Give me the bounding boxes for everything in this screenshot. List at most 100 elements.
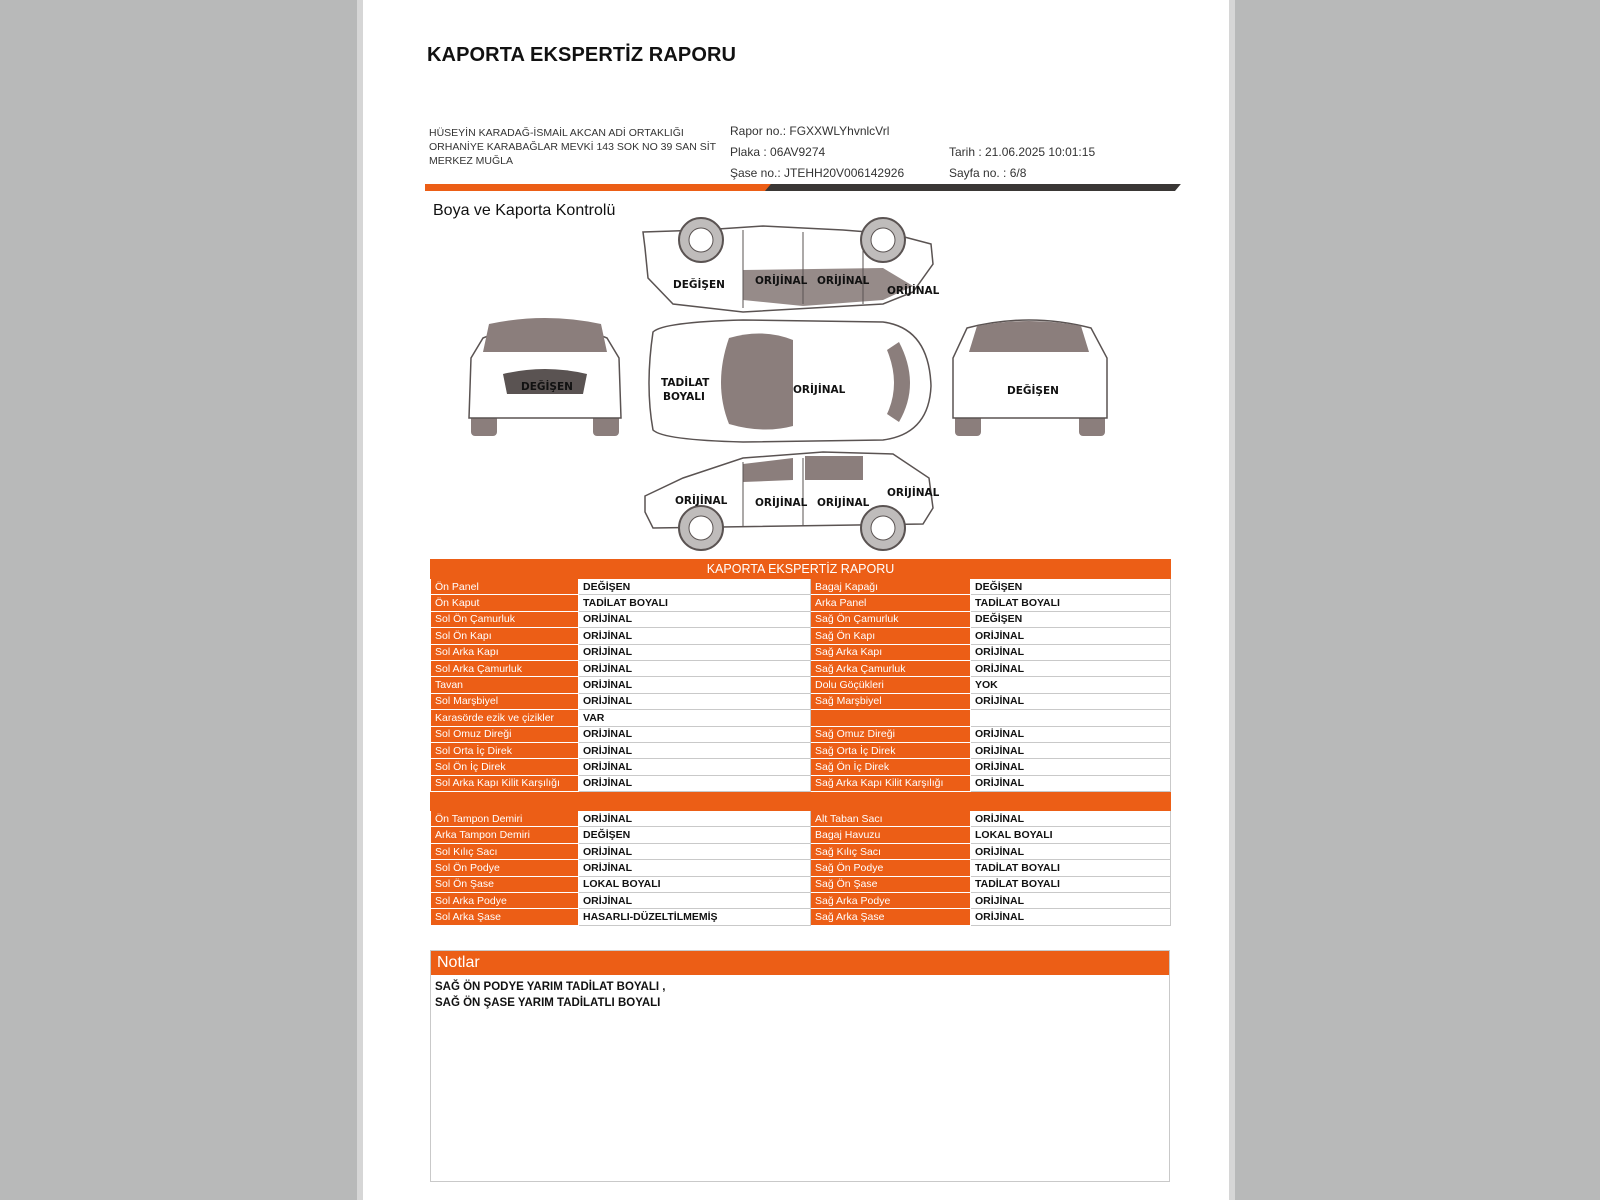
part-name-cell: Karasörde ezik ve çizikler: [430, 709, 579, 727]
section-title: Boya ve Kaporta Kontrolü: [433, 202, 616, 219]
part-status-cell: ORİJİNAL: [970, 692, 1171, 711]
part-status-cell: ORİJİNAL: [578, 643, 811, 661]
diagram-label: DEĞİŞEN: [1007, 383, 1059, 397]
part-name-cell: Sol Ön Çamurluk: [430, 610, 579, 629]
part-status-cell: ORİJİNAL: [970, 758, 1171, 776]
part-name-cell: Sol Orta İç Direk: [430, 741, 579, 760]
page-number: Sayfa no. : 6/8: [949, 166, 1027, 180]
part-name-cell: Sol Ön Şase: [430, 875, 579, 894]
part-name-cell: Sol Ön Podye: [430, 859, 579, 877]
company-name: HÜSEYİN KARADAĞ-İSMAİL AKCAN ADİ ORTAKLI…: [429, 127, 684, 139]
chassis-number: Şase no.: JTEHH20V006142926: [730, 166, 905, 180]
diagram-label: DEĞİŞEN: [521, 379, 573, 393]
part-name-cell: Sol Ön İç Direk: [430, 758, 579, 776]
part-name-cell: Alt Taban Sacı: [810, 810, 971, 828]
part-status-cell: ORİJİNAL: [578, 810, 811, 828]
part-status-cell: DEĞİŞEN: [970, 577, 1171, 596]
part-status-cell: ORİJİNAL: [578, 859, 811, 877]
part-name-cell: Sağ Ön Şase: [810, 875, 971, 894]
header-divider: [425, 184, 1181, 191]
part-status-cell: DEĞİŞEN: [578, 577, 811, 596]
car-diagram: DEĞİŞEN ORİJİNAL ORİJİNAL ORİJİNAL DEĞİŞ…: [468, 217, 1108, 551]
diagram-label: TADİLAT: [661, 375, 710, 389]
part-name-cell: Sol Omuz Direği: [430, 725, 579, 743]
part-status-cell: TADİLAT BOYALI: [970, 859, 1171, 877]
part-status-cell: ORİJİNAL: [970, 643, 1171, 661]
car-roof-view: TADİLAT BOYALI ORİJİNAL: [648, 319, 932, 443]
diagram-label: ORİJİNAL: [755, 273, 808, 287]
part-name-cell: Sağ Arka Şase: [810, 908, 971, 926]
part-name-cell: Sağ Ön Podye: [810, 859, 971, 877]
part-status-cell: ORİJİNAL: [970, 908, 1171, 926]
notes-panel: Notlar SAĞ ÖN PODYE YARIM TADİLAT BOYALI…: [430, 950, 1170, 1182]
part-status-cell: ORİJİNAL: [970, 741, 1171, 760]
car-side-view-top: DEĞİŞEN ORİJİNAL ORİJİNAL ORİJİNAL: [642, 217, 940, 313]
report-number: Rapor no.: FGXXWLYhvnlcVrl: [730, 124, 890, 138]
report-title: KAPORTA EKSPERTİZ RAPORU: [427, 44, 737, 66]
table-separator: [430, 791, 1171, 812]
plate-number: Plaka : 06AV9274: [730, 145, 826, 159]
part-status-cell: ORİJİNAL: [970, 659, 1171, 678]
part-status-cell: YOK: [970, 676, 1171, 694]
part-status-cell: ORİJİNAL: [970, 892, 1171, 910]
table-header-row: KAPORTA EKSPERTİZ RAPORU: [430, 559, 1171, 579]
part-name-cell: Sol Marşbiyel: [430, 692, 579, 711]
part-status-cell: ORİJİNAL: [970, 627, 1171, 645]
part-status-cell: TADİLAT BOYALI: [970, 875, 1171, 894]
diagram-label: ORİJİNAL: [887, 283, 940, 297]
diagram-label: ORİJİNAL: [755, 495, 808, 509]
part-status-cell: HASARLI-DÜZELTİLMEMİŞ: [578, 908, 811, 926]
part-status-cell: ORİJİNAL: [578, 758, 811, 776]
diagram-label: ORİJİNAL: [793, 382, 846, 396]
table-title: KAPORTA EKSPERTİZ RAPORU: [430, 559, 1171, 579]
part-status-cell: ORİJİNAL: [578, 892, 811, 910]
part-name-cell: Sol Arka Şase: [430, 908, 579, 926]
part-name-cell: Sol Arka Çamurluk: [430, 659, 579, 678]
part-name-cell: Sağ Arka Çamurluk: [810, 659, 971, 678]
part-status-cell: TADİLAT BOYALI: [970, 594, 1171, 612]
part-name-cell: [810, 709, 971, 727]
part-name-cell: Sağ Arka Kapı: [810, 643, 971, 661]
part-name-cell: Ön Panel: [430, 577, 579, 596]
note-line: SAĞ ÖN PODYE YARIM TADİLAT BOYALI ,: [435, 981, 666, 993]
part-status-cell: ORİJİNAL: [578, 741, 811, 760]
part-status-cell: ORİJİNAL: [970, 810, 1171, 828]
part-status-cell: DEĞİŞEN: [970, 610, 1171, 629]
part-status-cell: ORİJİNAL: [578, 725, 811, 743]
part-status-cell: LOKAL BOYALI: [970, 826, 1171, 844]
company-address-line: ORHANİYE KARABAĞLAR MEVKİ 143 SOK NO 39 …: [429, 141, 717, 153]
diagram-label: ORİJİNAL: [817, 495, 870, 509]
part-name-cell: Sağ Kılıç Sacı: [810, 842, 971, 861]
part-name-cell: Sağ Arka Kapı Kilit Karşılığı: [810, 774, 971, 793]
table-separator-row: [430, 791, 1171, 812]
part-name-cell: Sağ Ön Çamurluk: [810, 610, 971, 629]
report-page: KAPORTA EKSPERTİZ RAPORU HÜSEYİN KARADAĞ…: [357, 0, 1235, 1200]
notes-body: SAĞ ÖN PODYE YARIM TADİLAT BOYALI , SAĞ …: [431, 975, 1169, 1015]
diagram-label: DEĞİŞEN: [673, 277, 725, 291]
diagram-label: BOYALI: [663, 391, 705, 403]
part-name-cell: Dolu Göçükleri: [810, 676, 971, 694]
part-name-cell: Bagaj Kapağı: [810, 577, 971, 596]
diagram-label: ORİJİNAL: [817, 273, 870, 287]
part-name-cell: Bagaj Havuzu: [810, 826, 971, 844]
part-name-cell: Sol Arka Kapı: [430, 643, 579, 661]
part-name-cell: Arka Panel: [810, 594, 971, 612]
part-status-cell: ORİJİNAL: [578, 627, 811, 645]
part-name-cell: Sağ Omuz Direği: [810, 725, 971, 743]
part-status-cell: ORİJİNAL: [578, 610, 811, 629]
part-status-cell: ORİJİNAL: [578, 659, 811, 678]
car-front-view: DEĞİŞEN: [468, 318, 622, 436]
